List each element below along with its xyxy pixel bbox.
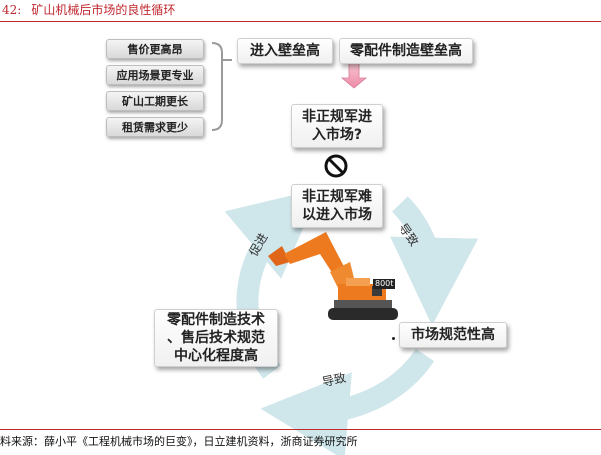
- tech-line-2: 、售后技术规范: [167, 330, 265, 346]
- factor-price: 售价更高昂: [106, 39, 204, 59]
- tech-box: 零配件制造技术 、售后技术规范 中心化程度高: [154, 309, 278, 367]
- figure-title: 42: 矿山机械后市场的良性循环: [2, 0, 175, 20]
- question-line-2: 入市场?: [311, 127, 363, 143]
- parts-barrier-box: 零配件制造壁垒高: [339, 38, 473, 64]
- factor-scenario: 应用场景更专业: [106, 65, 204, 85]
- no-entry-icon: [324, 154, 348, 178]
- bottom-rule: [0, 429, 601, 430]
- result-line-2: 以进入市场: [302, 207, 372, 223]
- factors-bracket: [211, 42, 223, 131]
- market-box: 市场规范性高: [399, 322, 507, 348]
- tech-line-1: 零配件制造技术: [167, 312, 265, 328]
- entry-barrier-box: 进入壁垒高: [237, 38, 333, 64]
- cycle-arc-right: [390, 196, 479, 326]
- factor-leasing: 租赁需求更少: [106, 117, 204, 137]
- figure-number: 42:: [2, 3, 22, 17]
- top-rule: [0, 21, 601, 22]
- excavator-icon: [268, 232, 398, 320]
- down-arrow: [340, 61, 368, 89]
- figure-title-text: 矿山机械后市场的良性循环: [31, 3, 176, 17]
- cycle-arc-bottom: [260, 348, 435, 455]
- dot-marker: [392, 337, 395, 340]
- question-line-1: 非正规军进: [302, 109, 372, 125]
- factor-duration: 矿山工期更长: [106, 91, 204, 111]
- question-box: 非正规军进 入市场?: [291, 104, 383, 148]
- source-note: 料来源：薛小平《工程机械市场的巨变》，日立建机资料，浙商证券研究所: [0, 435, 358, 448]
- result-line-1: 非正规军难: [302, 189, 372, 205]
- excavator-label: 800t: [373, 279, 396, 289]
- tech-line-3: 中心化程度高: [174, 348, 258, 364]
- result-box: 非正规军难 以进入市场: [291, 184, 383, 228]
